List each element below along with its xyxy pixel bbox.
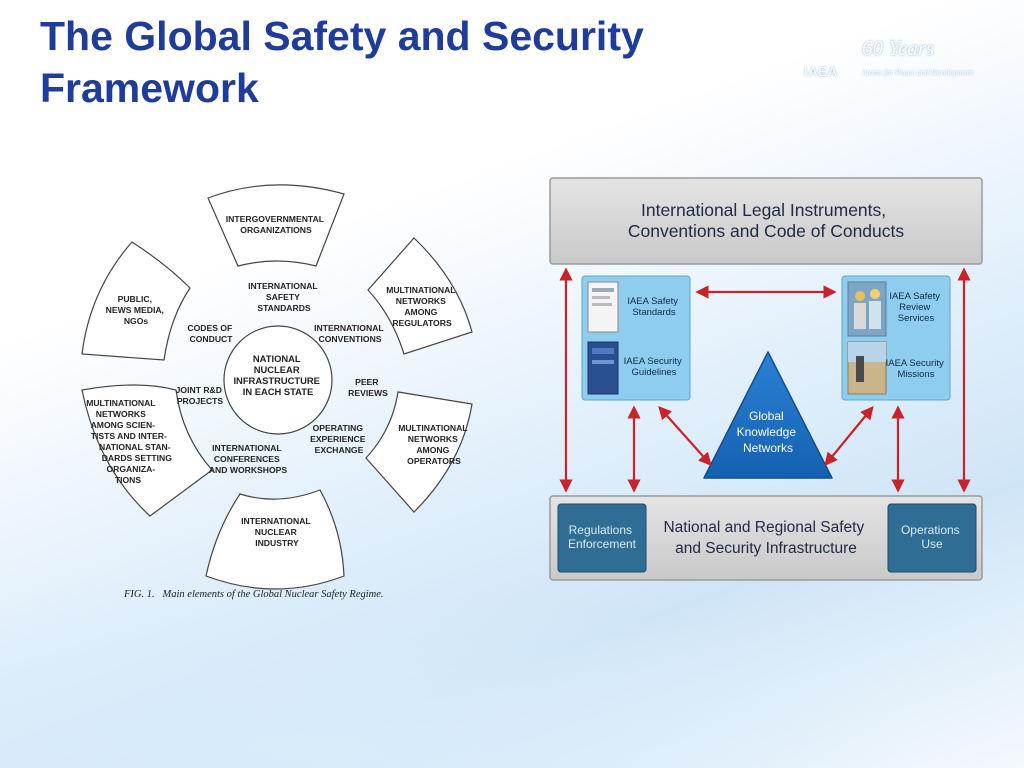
framework-figure: International Legal Instruments, Convent… xyxy=(548,172,988,584)
peer-reviews-label: PEER REVIEWS xyxy=(348,377,388,398)
legal-instruments-bar xyxy=(549,177,983,265)
operations-use-label: Operations Use xyxy=(901,523,963,551)
global-knowledge-triangle xyxy=(703,351,833,479)
background-glow xyxy=(0,560,1024,768)
slide-title: The Global Safety and Security Framework xyxy=(40,10,760,114)
logo-tagline: Atoms for Peace and Development xyxy=(862,68,974,77)
national-infrastructure-label: National and Regional Safety and Securit… xyxy=(663,519,868,557)
operations-use-box xyxy=(887,503,977,573)
arrow-right-triangle xyxy=(824,405,874,467)
safety-regime-figure: INTERGOVERNMENTAL ORGANIZATIONS MULTINAT… xyxy=(72,168,492,608)
global-knowledge-label: Global Knowledge Networks xyxy=(737,409,800,455)
logo-years: 60 Years xyxy=(862,36,935,60)
public-label: PUBLIC, NEWS MEDIA, NGOs xyxy=(106,294,167,326)
figure-caption: FIG. 1. Main elements of the Global Nucl… xyxy=(123,589,384,600)
arrow-left-triangle xyxy=(658,406,712,466)
title-line-2: Framework xyxy=(40,65,259,111)
safety-regime-diagram: INTERGOVERNMENTAL ORGANIZATIONS MULTINAT… xyxy=(81,184,473,600)
center-label: NATIONAL NUCLEAR INFRASTRUCTURE IN EACH … xyxy=(233,353,322,397)
iaea-logo: 60 Years IAEA Atoms for Peace and Develo… xyxy=(800,14,1010,84)
national-infrastructure-bar xyxy=(549,495,983,581)
multinational-scientists-label: MULTINATIONAL NETWORKS AMONG SCIEN- TIST… xyxy=(86,398,174,485)
title-line-1: The Global Safety and Security xyxy=(40,13,644,59)
iaea-safety-standards-label: IAEA Safety Standards xyxy=(627,296,680,318)
sector-intergovernmental xyxy=(207,184,345,267)
sector-public xyxy=(81,241,191,361)
framework-diagram: International Legal Instruments, Convent… xyxy=(549,177,983,581)
sector-multinational-scientists xyxy=(81,384,213,517)
conferences-label: INTERNATIONAL CONFERENCES AND WORKSHOPS xyxy=(209,443,288,475)
regulations-enforcement-label: Regulations Enforcement xyxy=(568,523,637,551)
codes-of-conduct-label: CODES OF CONDUCT xyxy=(187,323,234,344)
multinational-regulators-label: MULTINATIONAL NETWORKS AMONG REGULATORS xyxy=(386,285,458,328)
safety-standards-label: INTERNATIONAL SAFETY STANDARDS xyxy=(248,281,320,313)
iaea-security-missions-label: IAEA Security Missions xyxy=(886,358,947,380)
sector-multinational-operators xyxy=(365,391,473,513)
industry-label: INTERNATIONAL NUCLEAR INDUSTRY xyxy=(241,516,313,548)
legal-instruments-label: International Legal Instruments, Convent… xyxy=(628,200,905,241)
iaea-atom-emblem-icon xyxy=(804,17,852,64)
logo-org: IAEA xyxy=(804,64,838,79)
regulations-enforcement-box xyxy=(557,503,647,573)
multinational-operators-label: MULTINATIONAL NETWORKS AMONG OPERATORS xyxy=(398,423,470,466)
conventions-label: INTERNATIONAL CONVENTIONS xyxy=(314,323,386,344)
center-circle xyxy=(223,325,333,435)
joint-projects-label: JOINT R&D PROJECTS xyxy=(176,385,225,406)
iaea-security-guidelines-label: IAEA Security Guidelines xyxy=(624,356,685,378)
iaea-safety-review-services-label: IAEA Safety Review Services xyxy=(889,291,942,324)
sector-multinational-regulators xyxy=(367,237,473,355)
intergovernmental-label: INTERGOVERNMENTAL ORGANIZATIONS xyxy=(226,214,326,235)
experience-exchange-label: OPERATING EXPERIENCE EXCHANGE xyxy=(310,423,368,455)
sector-industry xyxy=(205,489,345,590)
